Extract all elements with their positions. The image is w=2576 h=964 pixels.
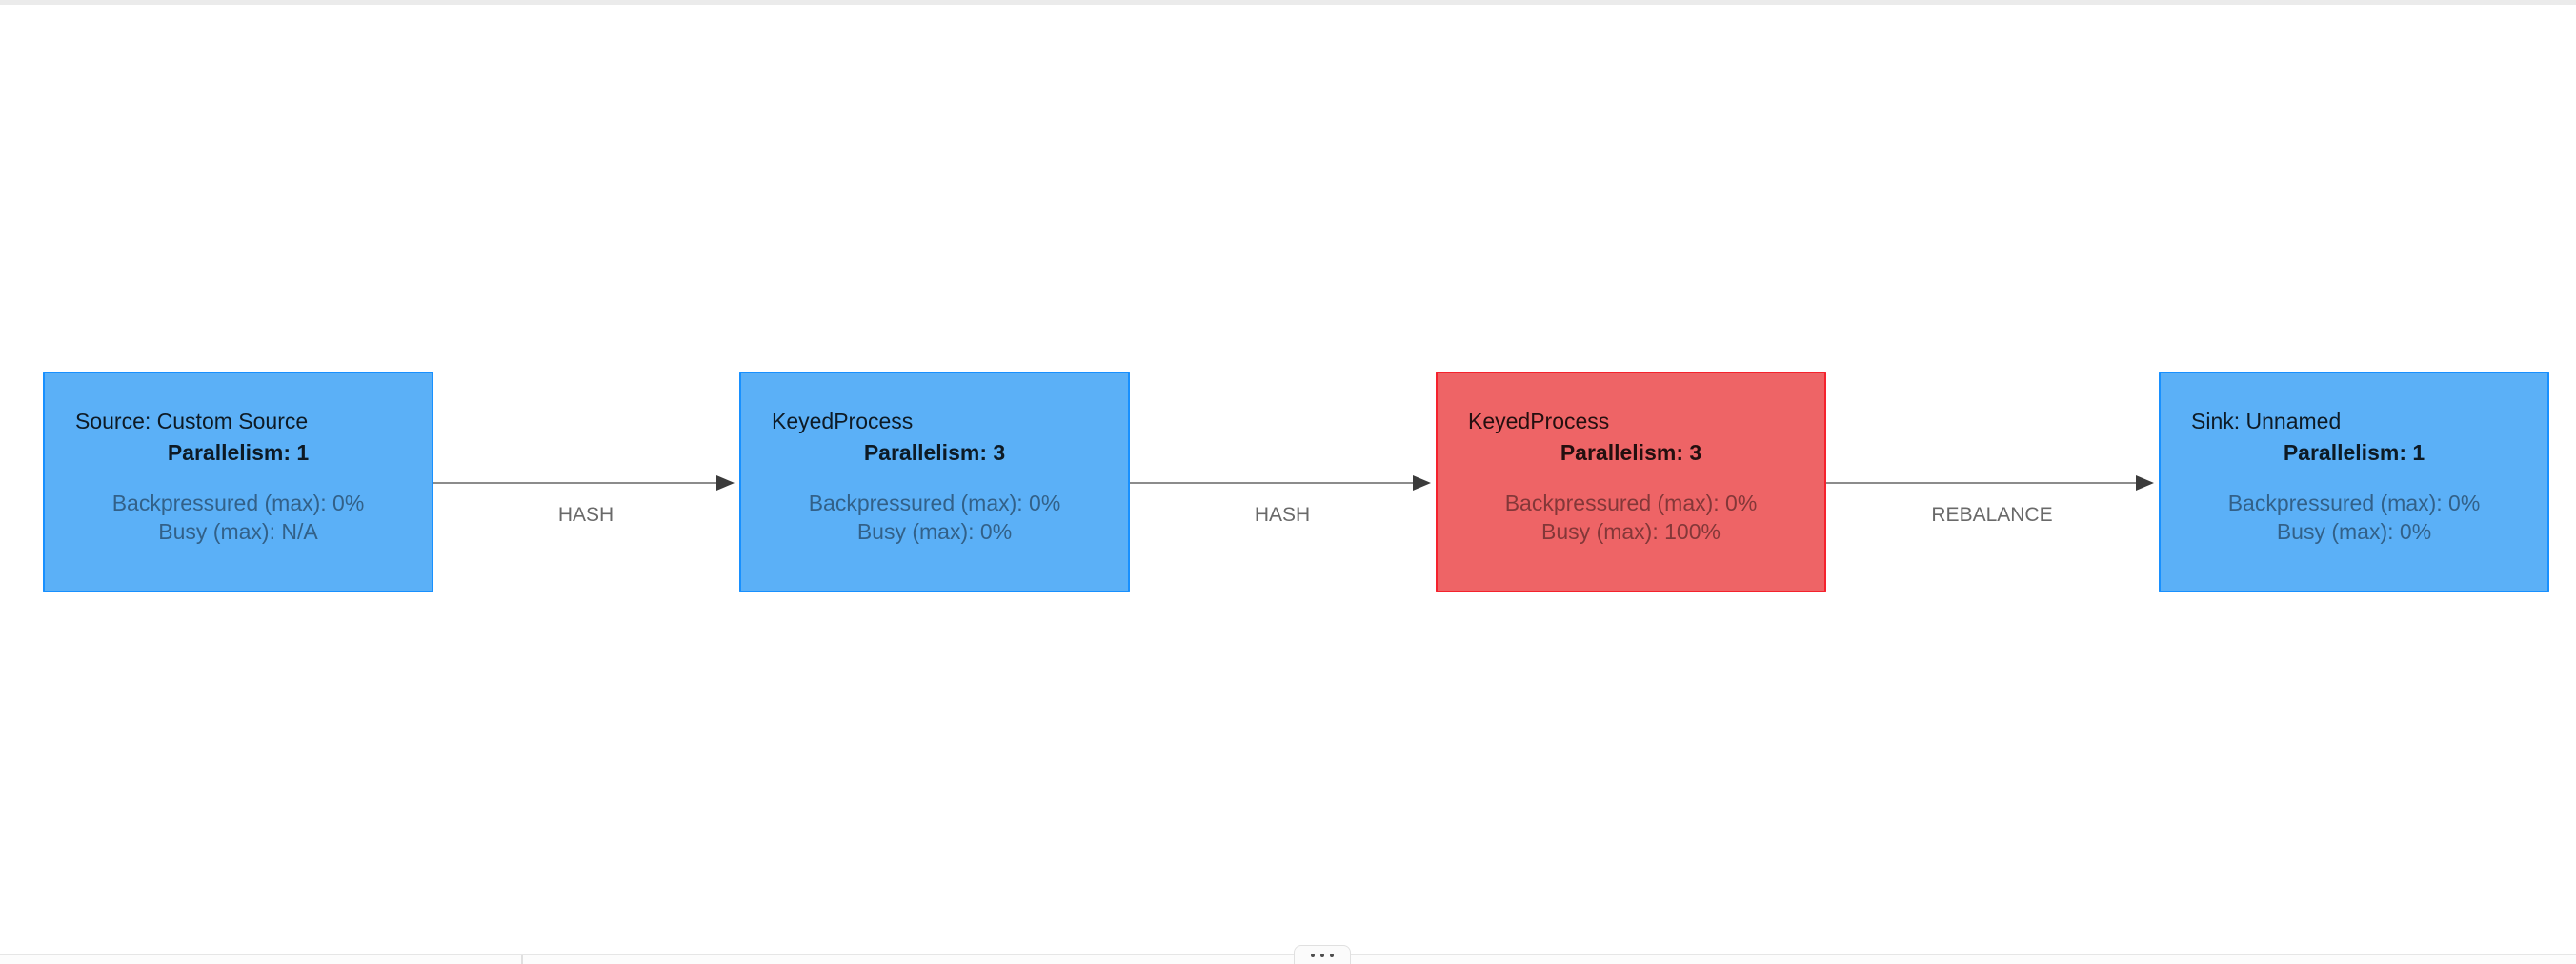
edge-line (433, 482, 719, 484)
metric-busy: Busy (max): N/A (158, 519, 318, 544)
metric-backpressured: Backpressured (max): 0% (1504, 491, 1758, 515)
graph-node-keyedprocess-1[interactable]: KeyedProcess Parallelism: 3 Backpressure… (739, 372, 1130, 592)
node-metrics: Backpressured (max): 0% Busy (max): 0% (2161, 489, 2547, 546)
ellipsis-icon (1320, 953, 1324, 957)
edge-line (1130, 482, 1416, 484)
ellipsis-icon (1311, 953, 1315, 957)
node-parallelism: Parallelism: 3 (1560, 440, 1702, 465)
node-parallelism: Parallelism: 1 (2283, 440, 2425, 465)
edge-label: HASH (1254, 504, 1311, 526)
bottom-panel-border (0, 954, 2576, 964)
arrowhead-icon (716, 475, 735, 491)
metric-busy: Busy (max): 0% (2276, 519, 2432, 544)
node-parallelism: Parallelism: 1 (167, 440, 310, 465)
metric-backpressured: Backpressured (max): 0% (2227, 491, 2481, 515)
metric-backpressured: Backpressured (max): 0% (808, 491, 1061, 515)
edge-label: REBALANCE (1931, 504, 2053, 526)
node-title: Sink: Unnamed (2191, 409, 2342, 433)
job-graph-canvas[interactable]: HASH HASH REBALANCE Source: Custom Sourc… (0, 5, 2576, 950)
node-metrics: Backpressured (max): 0% Busy (max): 100% (1438, 489, 1824, 546)
metric-backpressured: Backpressured (max): 0% (111, 491, 365, 515)
edge-label: HASH (557, 504, 614, 526)
edge-line (1826, 482, 2139, 484)
ellipsis-icon (1330, 953, 1334, 957)
panel-divider (521, 955, 523, 964)
panel-expander-button[interactable] (1294, 945, 1351, 964)
node-title: Source: Custom Source (75, 409, 309, 433)
graph-node-source[interactable]: Source: Custom Source Parallelism: 1 Bac… (43, 372, 433, 592)
arrowhead-icon (1413, 475, 1431, 491)
node-metrics: Backpressured (max): 0% Busy (max): N/A (45, 489, 432, 546)
arrowhead-icon (2136, 475, 2154, 491)
horizontal-scrollbar[interactable] (0, 0, 2576, 5)
node-parallelism: Parallelism: 3 (863, 440, 1006, 465)
node-title: KeyedProcess (1468, 409, 1610, 433)
metric-busy: Busy (max): 100% (1541, 519, 1721, 544)
node-title: KeyedProcess (772, 409, 914, 433)
graph-node-keyedprocess-2[interactable]: KeyedProcess Parallelism: 3 Backpressure… (1436, 372, 1826, 592)
graph-node-sink[interactable]: Sink: Unnamed Parallelism: 1 Backpressur… (2159, 372, 2549, 592)
node-metrics: Backpressured (max): 0% Busy (max): 0% (741, 489, 1128, 546)
metric-busy: Busy (max): 0% (856, 519, 1013, 544)
